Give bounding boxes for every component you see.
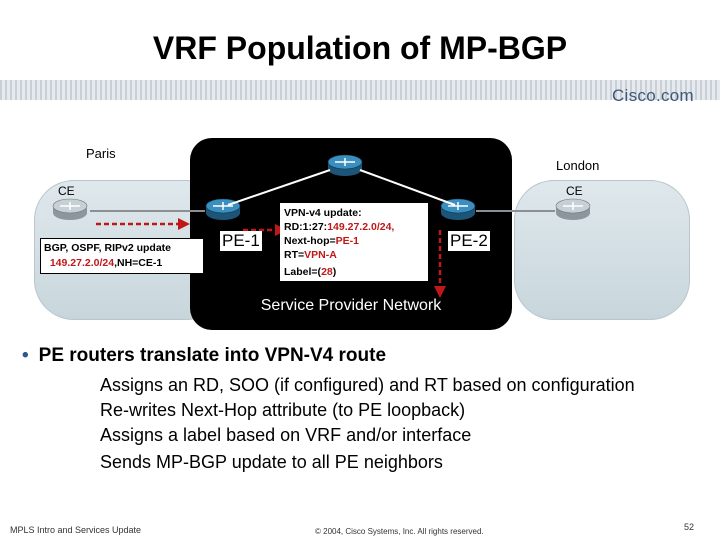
vpn-update-label: Label=(28)	[284, 265, 424, 279]
vpn-nexthop-label: Next-hop=	[284, 235, 336, 247]
page-number: 52	[684, 522, 695, 532]
vpn-update-line1: VPN-v4 update:	[284, 207, 362, 219]
vpn-label-suffix: )	[332, 266, 337, 278]
bgp-update-nh: ,NH=CE-1	[114, 257, 163, 269]
vpn-update-nexthop: Next-hop=PE-1	[284, 234, 424, 248]
site-label-london: London	[556, 158, 600, 173]
bullet-dot-icon: •	[22, 345, 29, 366]
vpn-update-box: VPN-v4 update: RD:1:27:149.27.2.0/24, Ne…	[280, 203, 428, 281]
bgp-update-prefix: 149.27.2.0/24	[49, 257, 115, 269]
vpn-rt-value: VPN-A	[304, 249, 337, 261]
bgp-update-box: BGP, OSPF, RIPv2 update 149.27.2.0/24,NH…	[40, 238, 204, 274]
pe1-router-icon	[205, 198, 241, 220]
bgp-update-line1: BGP, OSPF, RIPv2 update	[44, 242, 172, 254]
ce-label-right: CE	[566, 184, 583, 198]
pe1-label: PE-1	[220, 231, 262, 251]
sub-bullet-1: Assigns an RD, SOO (if configured) and R…	[100, 375, 635, 395]
vpn-update-rd: RD:1:27:149.27.2.0/24,	[284, 220, 424, 234]
ce-label-left: CE	[58, 184, 75, 198]
pe2-label: PE-2	[448, 231, 490, 251]
site-label-paris: Paris	[86, 146, 116, 161]
p-router-icon	[327, 154, 363, 176]
vpn-label-prefix: Label=(	[284, 266, 322, 278]
footer-copyright: © 2004, Cisco Systems, Inc. All rights r…	[315, 527, 484, 536]
vpn-label-value: 28	[321, 266, 333, 278]
header-band	[0, 80, 720, 100]
vpn-rt-label: RT=	[284, 249, 305, 261]
pe2-router-icon	[440, 198, 476, 220]
vpn-rd-label: RD:1:27:	[284, 221, 328, 233]
slide-title: VRF Population of MP-BGP	[152, 30, 568, 66]
provider-network-label: Service Provider Network	[260, 297, 442, 314]
footer-left: MPLS Intro and Services Update	[10, 525, 142, 535]
sub-bullet-3: Assigns a label based on VRF and/or inte…	[100, 425, 472, 445]
main-bullet: • PE routers translate into VPN-V4 route	[22, 345, 386, 367]
vpn-nexthop-value: PE-1	[335, 235, 359, 247]
london-site-cloud	[514, 180, 690, 320]
main-bullet-text: PE routers translate into VPN-V4 route	[38, 345, 387, 366]
ce-left-router-icon	[52, 198, 88, 220]
vpn-rd-prefix: 149.27.2.0/24,	[327, 221, 395, 233]
sub-bullet-2: Re-writes Next-Hop attribute (to PE loop…	[100, 400, 466, 420]
vpn-update-rt: RT=VPN-A	[284, 248, 424, 262]
ce-right-router-icon	[555, 198, 591, 220]
sub-bullet-4: Sends MP-BGP update to all PE neighbors	[100, 452, 443, 472]
bgp-update-line2: 149.27.2.0/24,NH=CE-1	[44, 256, 200, 271]
brand-logo: Cisco.com	[611, 86, 694, 105]
